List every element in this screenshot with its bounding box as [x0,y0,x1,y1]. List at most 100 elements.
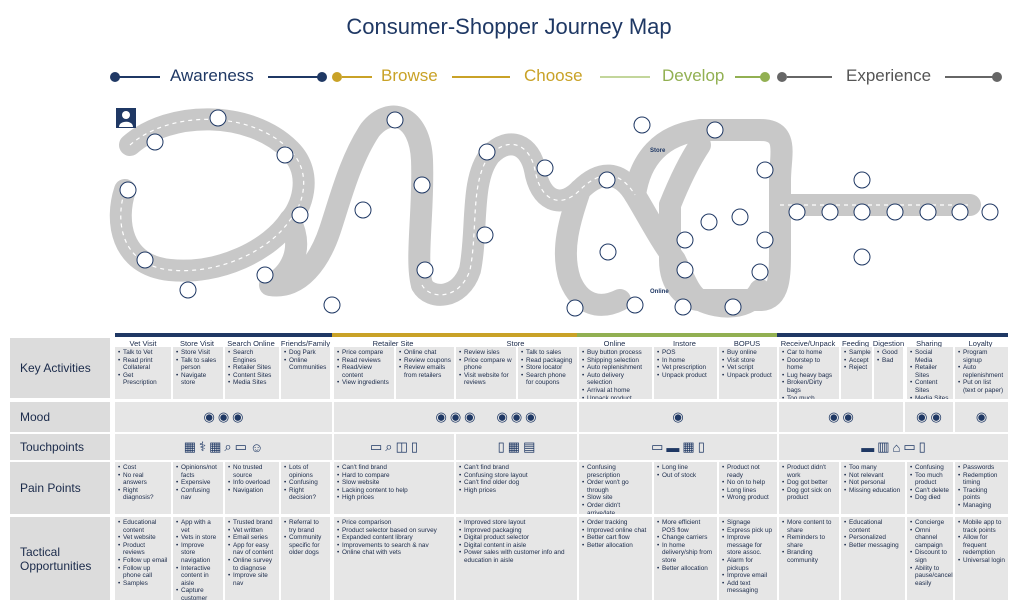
pain-point-item: Cost [118,464,168,472]
road-online-label: Online [650,289,669,295]
tactical-item: Capture customer info. [176,587,220,600]
node-feed-icon [853,203,871,221]
laptop-icon: ▭ [903,439,916,454]
key-activity-item: Put on list (text or paper) [958,379,1005,394]
tactical-item: Express pick up [722,527,774,535]
key-activity-item: Too much packaging [782,395,836,399]
tactical-item: App with a vet [176,519,220,534]
pain-point-cell: Product not readyNo on to helpLong lines… [719,462,777,514]
node-drive-home-icon [756,161,774,179]
key-activity-item: Talk to sales person [176,357,220,372]
tactical-item: Vet website [118,534,168,542]
key-activity-item: Retailer Sites [228,364,276,372]
node-ship-home-icon [724,298,742,316]
key-activity-item: Online chat [399,349,451,357]
key-activity-item: Content Sites [910,379,950,394]
thinking-face-icon: ◉ [203,409,215,424]
tactical-item: Better cart flow [582,534,649,542]
tactical-item: Interactive content in aisle [176,565,220,588]
node-auto-icon [951,203,969,221]
key-activity-item: Shipping selection [582,357,649,365]
key-activity-cell: Search EnginesRetailer SitesContent Site… [225,347,279,399]
pain-point-item: Opinions/not facts [176,464,220,479]
tactical-item: Improve email [722,572,774,580]
node-engage-icon [731,208,749,226]
row-label-pain-points: Pain Points [10,462,110,514]
timeline-dot [777,72,787,82]
row-label-key-activities: Key Activities [10,338,110,398]
tactical-item: Mobile app to track points [958,519,1005,534]
node-ship-store-icon [674,298,692,316]
tactical-cell: ConciergeOmni channel campaignDiscount t… [907,517,953,600]
pain-point-cell: ConfusingToo much productCan't deleteDog… [907,462,953,514]
key-activity-item: Auto delivery selection [582,372,649,387]
tactical-item: Educational content [844,519,902,534]
key-activity-item: Buy online [722,349,774,357]
tactical-item: Change carriers [657,534,714,542]
col-store: Store [506,339,525,348]
pain-point-item: Lots of opinions [284,464,327,479]
tactical-item: Better allocation [582,542,649,550]
store-icon: ▦ [507,439,521,454]
pain-point-cell: Can't find brandHard to compareSlow webs… [334,462,454,514]
mood-sharing: ◉◉ [905,402,953,432]
vet-icon: ⚕ [199,439,207,454]
tactical-cell: Educational contentVet websiteProduct re… [115,517,171,600]
node-comparison-icon [413,176,431,194]
key-activity-item: Read packaging [521,357,574,365]
tactical-item: Email series [228,534,276,542]
node-sales-icon [354,201,372,219]
tactical-item: Allow for frequent redemption [958,534,1005,557]
touchpoints-awareness: ▦⚕▦⌕▭☺ [115,434,332,460]
key-activity-item: Car to home [782,349,836,357]
touchpoints-develop: ▭▬▦▯ [579,434,777,460]
pain-point-item: Not relevant [844,472,902,480]
node-blog-icon [256,266,274,284]
people-icon: ☺ [249,439,264,455]
heart-face-icon: ◉ [975,409,988,424]
node-order-confirm-icon [676,261,694,279]
col-feeding: Feeding [841,339,870,348]
store-icon: ▦ [682,439,695,454]
key-activity-item: Review coupons [399,357,451,365]
node-order-confirm-2-icon [751,263,769,281]
tactical-item: Ability to pause/cancel easily [910,565,953,588]
key-activity-item: Broken/Dirty bags [782,379,836,394]
mood-store: ◉◉◉ [456,402,577,432]
pain-point-item: Expensive [176,479,220,487]
node-unpack-icon [821,203,839,221]
key-activity-item: Visit website for reviews [459,372,513,387]
key-activity-item: Retailer Sites [910,364,950,379]
pain-point-cell: Product didn't workDog got betterDog got… [779,462,839,514]
pain-point-cell: Confusing prescriptionOrder won't go thr… [579,462,652,514]
band-develop [577,333,777,337]
key-activity-item: Sample [844,349,871,357]
mood-awareness: ◉◉◉ [115,402,332,432]
node-search-icon [119,181,137,199]
key-activity-item: Content Sites [228,372,276,380]
tactical-cell: Order trackingImproved online chatBetter… [579,517,652,600]
thinking-face-icon: ◉ [525,409,537,424]
tactical-cell: Referral to try brandCommunity specific … [281,517,330,600]
tactical-cell: Trusted brandVet writtenEmail seriesApp … [225,517,279,600]
shelf-icon: ▤ [523,439,536,454]
laptop-icon: ▭ [234,439,247,454]
node-ingredients-icon [386,111,404,129]
pain-point-item: Can't delete [910,487,950,495]
key-activity-item: Review isles [459,349,513,357]
laptop-icon: ▭ [369,439,383,454]
pain-point-item: Can't find older dog [459,479,574,487]
phase-choose: Choose [524,66,583,85]
mobile-icon: ▯ [497,439,505,454]
tactical-item: Improve site nav [228,572,276,587]
check-face-icon: ◉ [916,409,928,424]
node-call-center-icon [566,299,584,317]
col-bopus: BOPUS [733,339,761,348]
phase-awareness: Awareness [170,66,254,85]
tactical-item: Follow up email [118,557,168,565]
tactical-item: Product selector based on survey [337,527,451,535]
key-activity-item: Store locator [521,364,574,372]
key-activity-item: Search Engines [228,349,276,364]
key-activity-cell: Talk to VetRead print CollateralGet Pres… [115,347,171,399]
key-activity-item: Auto replenishment [958,364,1005,379]
